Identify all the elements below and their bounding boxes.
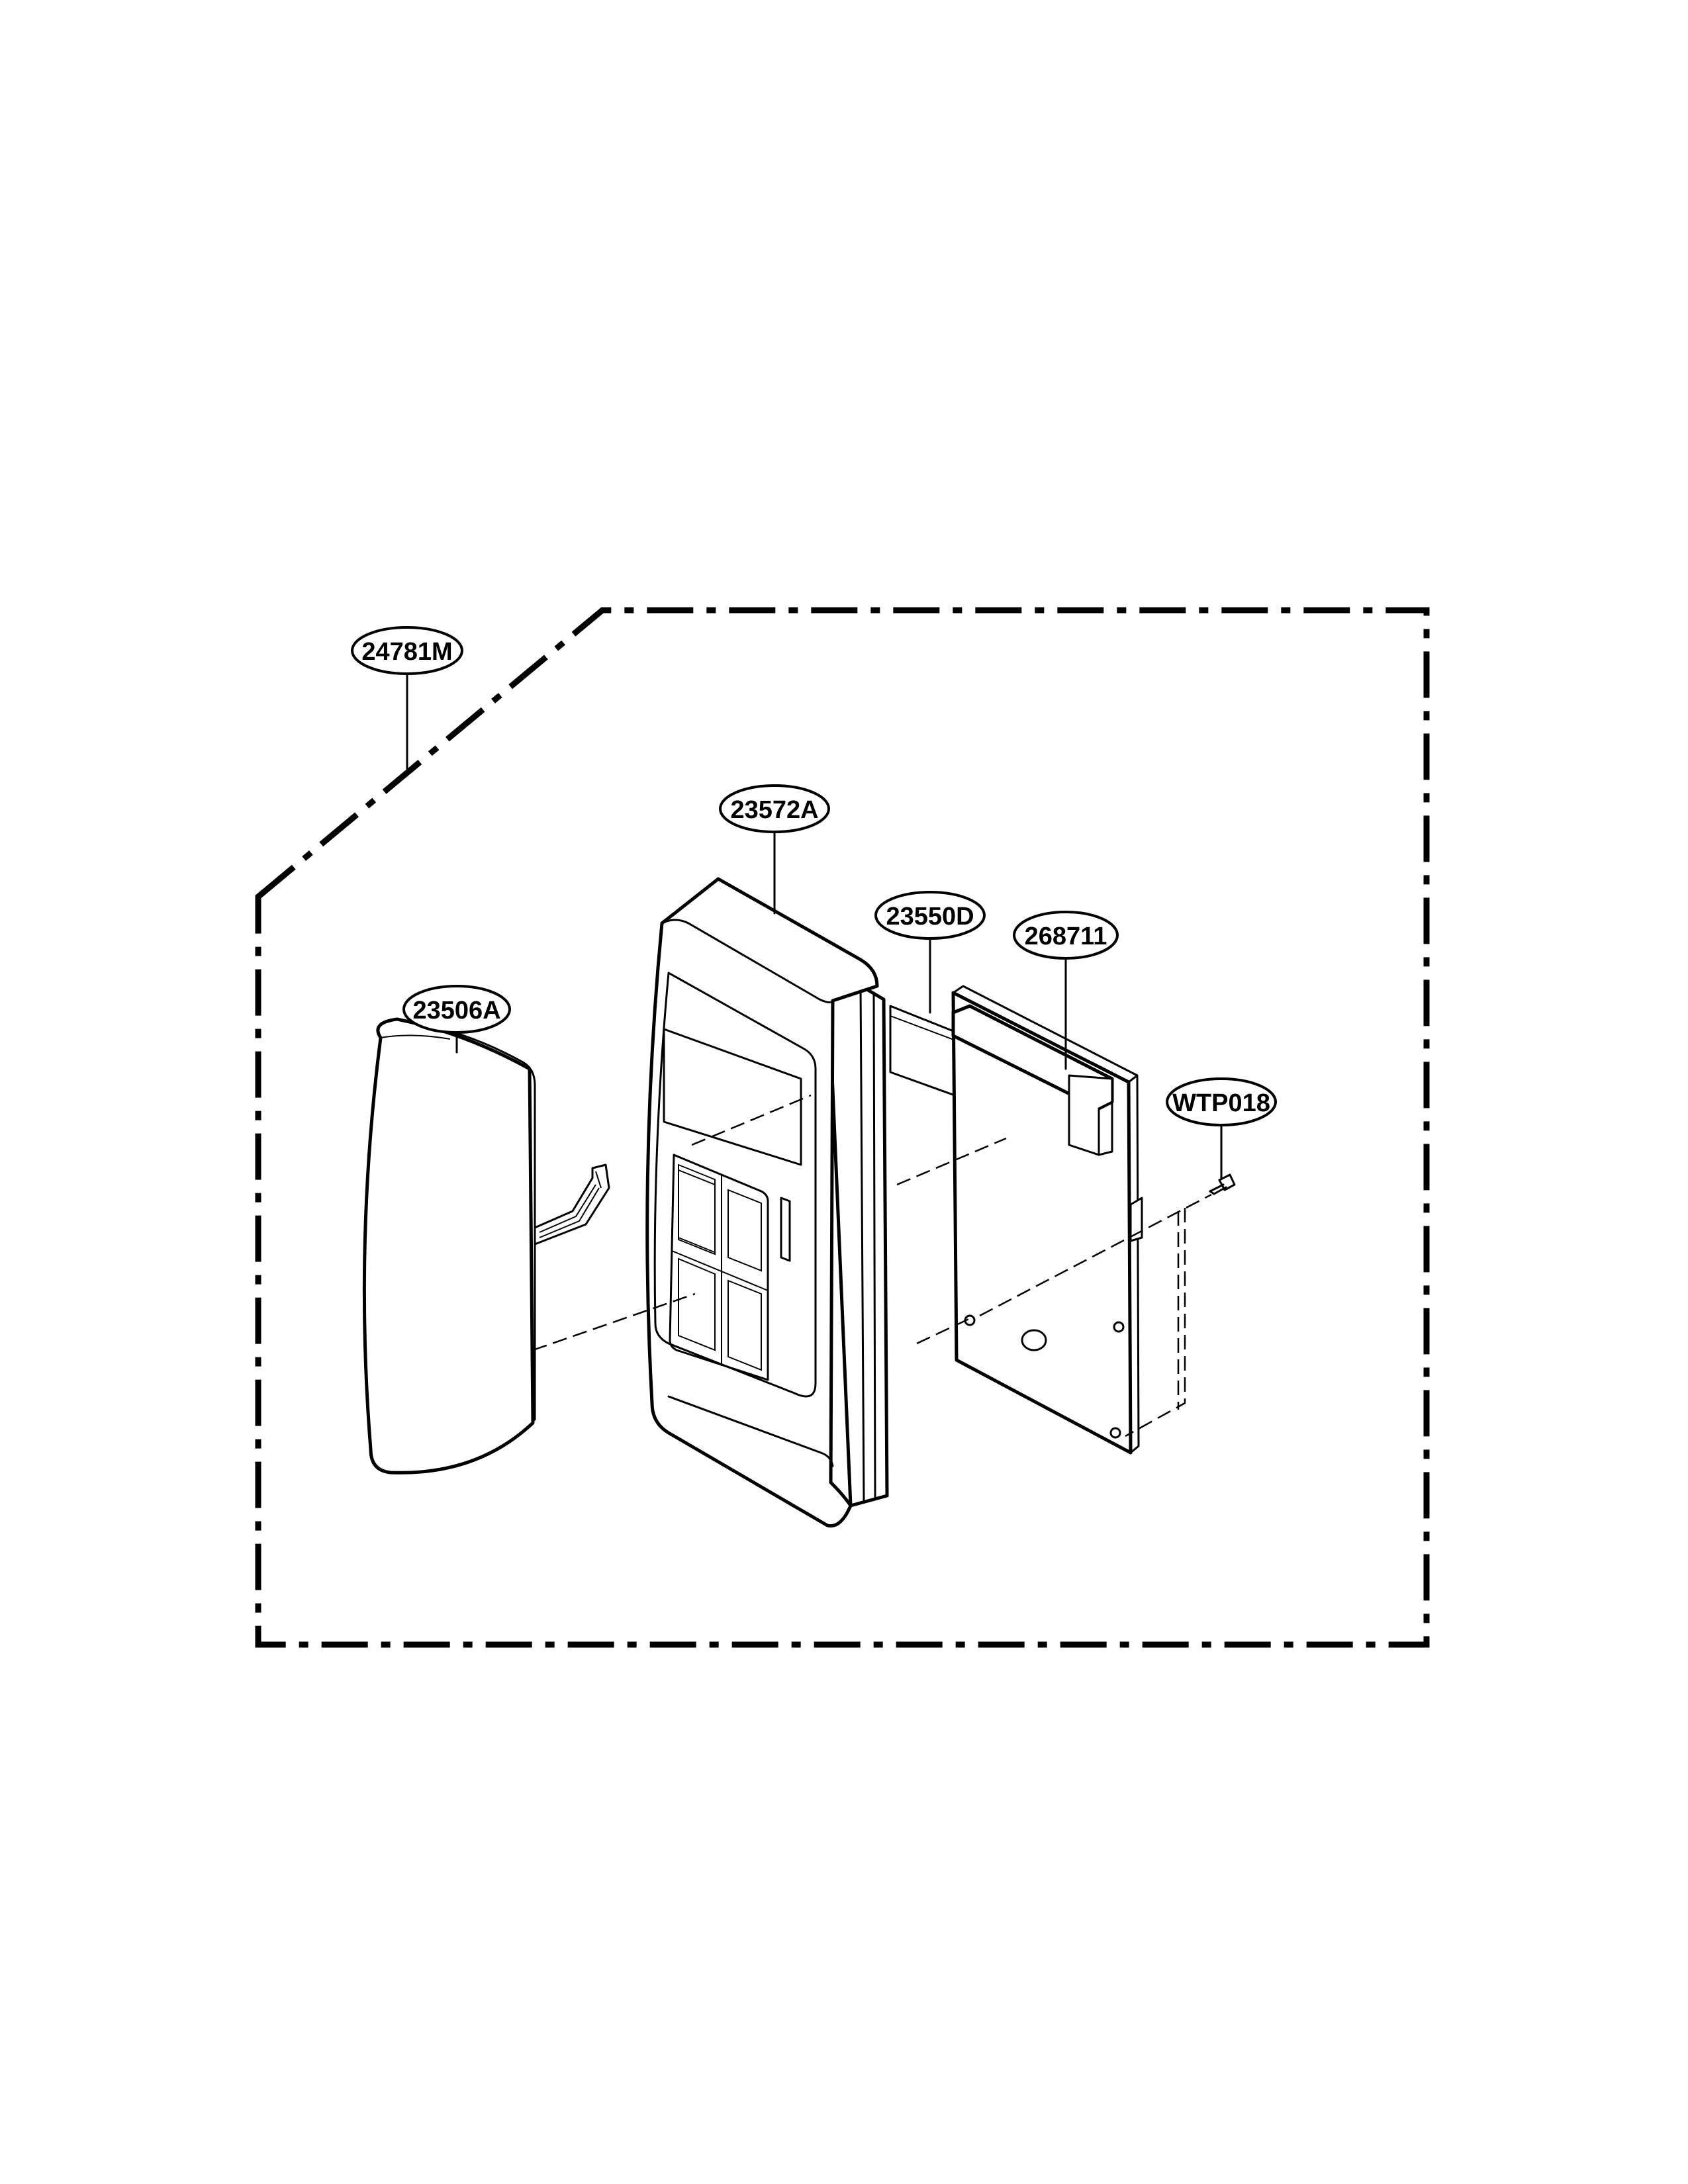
part-keypad-cover — [362, 1017, 610, 1475]
callout-wtp018: WTP018 — [1166, 1077, 1277, 1126]
callout-label: 268711 — [1025, 923, 1107, 950]
alignment-lines — [532, 1094, 1212, 1437]
callout-23506a: 23506A — [402, 985, 511, 1034]
callout-label: 23572A — [730, 796, 818, 824]
callout-label: 24781M — [361, 638, 452, 666]
callout-23572a: 23572A — [719, 784, 830, 833]
callout-23550d: 23550D — [874, 891, 986, 940]
callout-24781m: 24781M — [351, 626, 463, 675]
callout-268711: 268711 — [1013, 911, 1119, 960]
part-pcb — [951, 985, 1143, 1455]
callout-label: 23550D — [886, 903, 974, 931]
part-screw — [1209, 1173, 1236, 1195]
callout-label: 23506A — [412, 997, 500, 1024]
leader-lines — [406, 672, 1223, 1179]
part-control-panel — [645, 877, 889, 1528]
assembly-boundary — [255, 607, 1430, 1648]
callout-label: WTP018 — [1172, 1089, 1270, 1117]
